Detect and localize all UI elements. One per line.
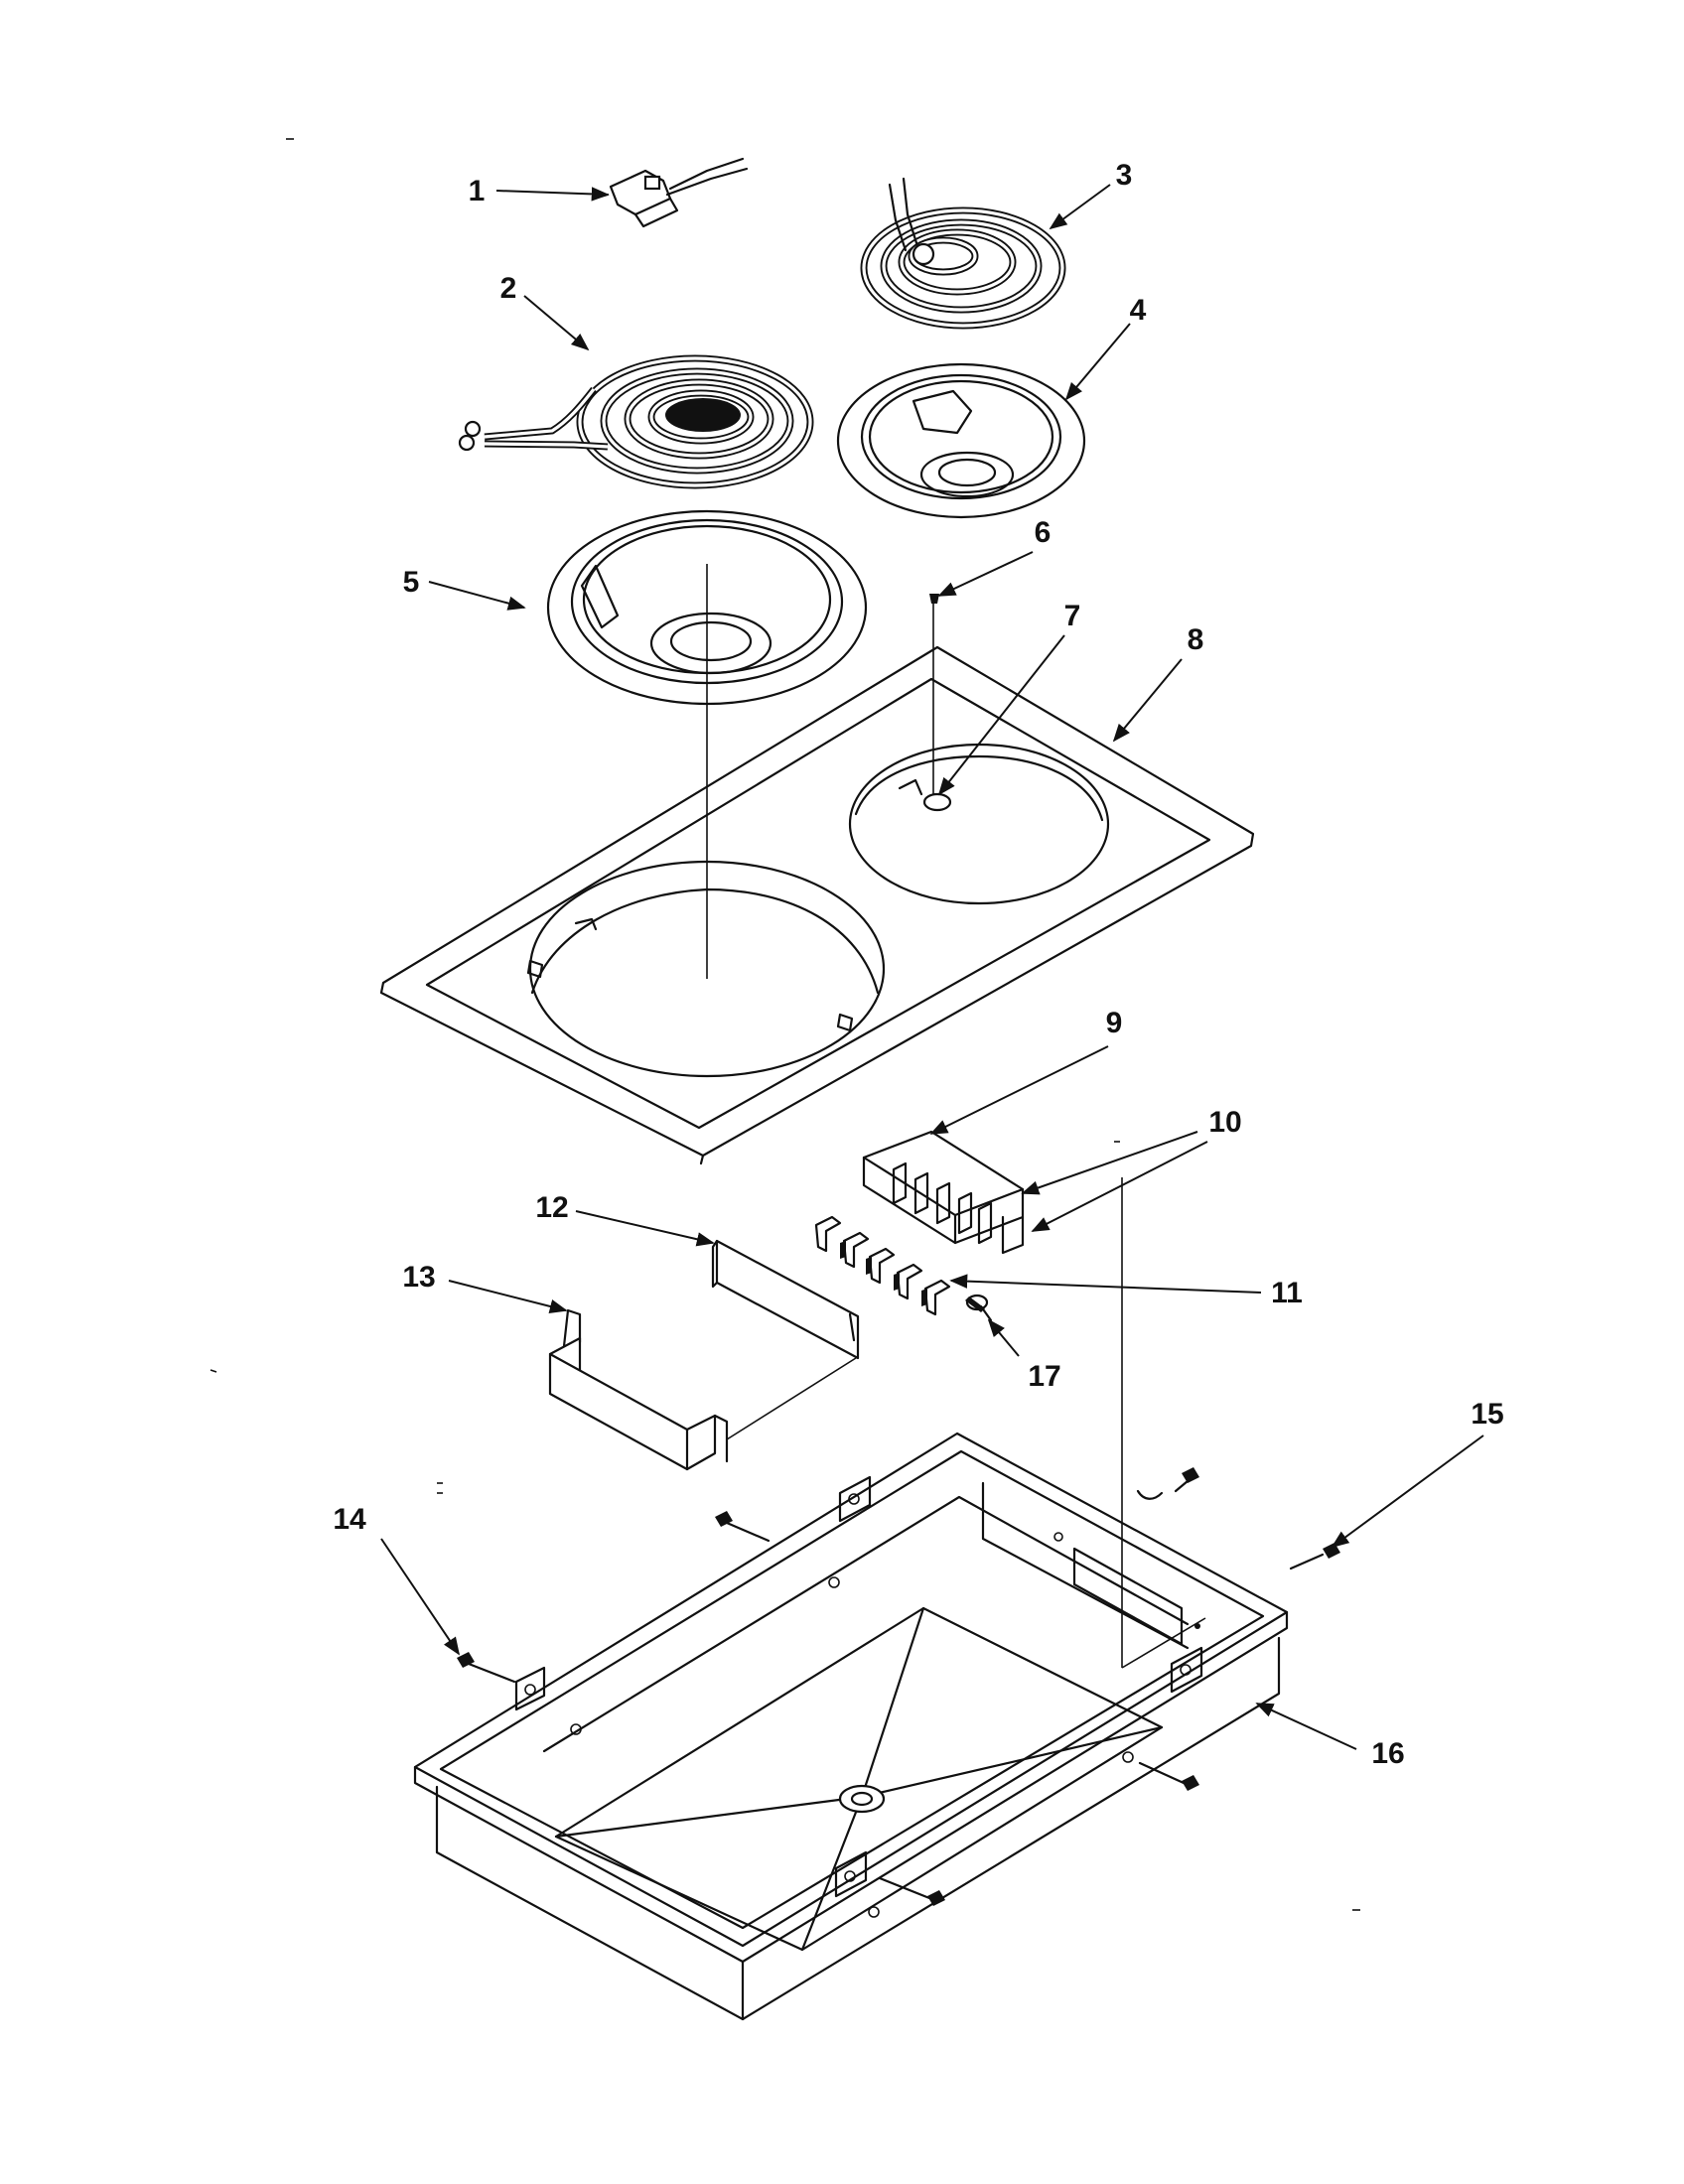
callout-3: 3 xyxy=(1116,159,1133,192)
screw-6-part xyxy=(929,594,939,604)
pan-screws xyxy=(457,1467,1340,1906)
callout-labels: 1 2 3 4 5 6 7 8 9 10 11 12 13 14 15 16 1… xyxy=(333,159,1503,1770)
callout-2: 2 xyxy=(500,272,517,305)
callout-11: 11 xyxy=(1271,1277,1303,1309)
callout-1: 1 xyxy=(469,175,486,207)
terminal-clips-part xyxy=(814,1215,951,1316)
base-pan-part xyxy=(413,1432,1289,2021)
shield-part xyxy=(711,1239,860,1360)
callout-17: 17 xyxy=(1028,1360,1060,1393)
screw-17-part xyxy=(965,1294,993,1322)
callout-6: 6 xyxy=(1035,516,1052,549)
scan-specks xyxy=(210,138,1360,1911)
callout-13: 13 xyxy=(402,1261,435,1294)
terminal-block-9-part xyxy=(862,1130,1025,1255)
small-drip-bowl-part xyxy=(836,362,1086,519)
callout-14: 14 xyxy=(333,1503,366,1536)
small-surface-element-part xyxy=(860,177,1066,330)
large-surface-element-part xyxy=(458,354,814,489)
terminal-block-part xyxy=(592,157,749,228)
callout-5: 5 xyxy=(403,566,420,599)
callout-9: 9 xyxy=(1106,1007,1123,1039)
callout-10: 10 xyxy=(1208,1106,1241,1139)
leader-lines xyxy=(380,184,1484,1750)
callout-8: 8 xyxy=(1188,623,1204,656)
callout-4: 4 xyxy=(1130,294,1147,327)
cooktop-panel-part xyxy=(379,645,1255,1165)
callout-12: 12 xyxy=(535,1191,568,1224)
callout-16: 16 xyxy=(1371,1737,1404,1770)
assembly-center-lines xyxy=(706,564,1206,1669)
callout-15: 15 xyxy=(1471,1398,1503,1431)
bracket-part xyxy=(548,1308,857,1471)
callout-7: 7 xyxy=(1064,600,1081,632)
